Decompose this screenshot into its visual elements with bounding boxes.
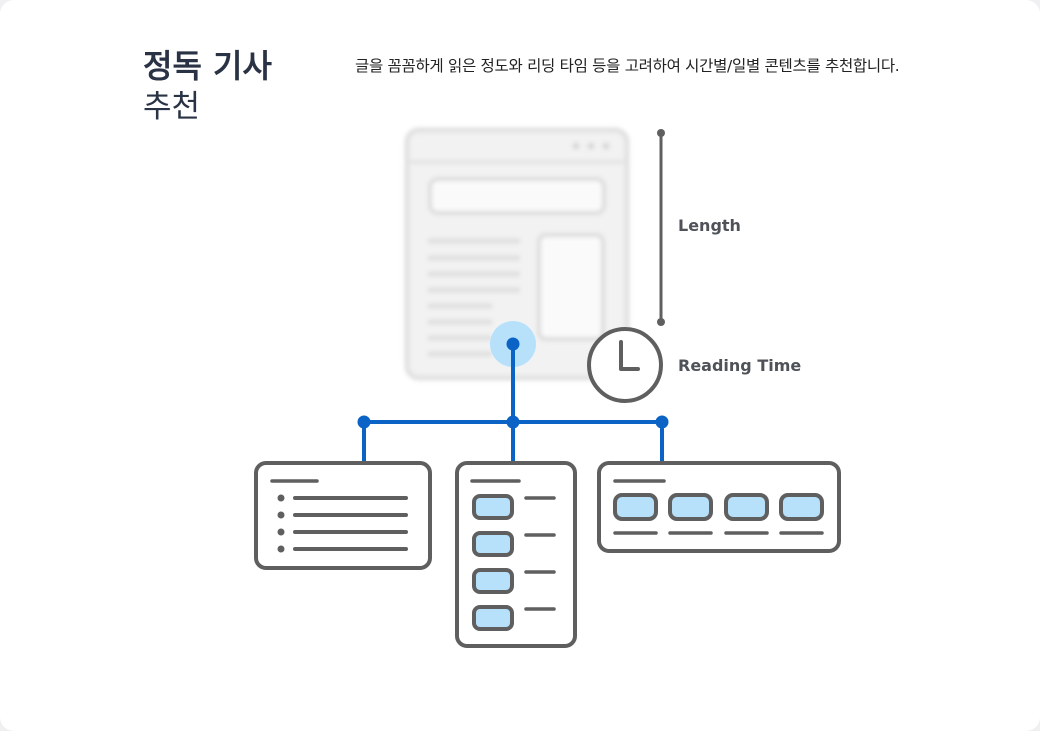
title-line-1: 정독 기사 bbox=[143, 47, 272, 85]
connector-tree bbox=[357, 321, 669, 462]
reading-time-label: Reading Time bbox=[678, 356, 801, 375]
page-title: 정독 기사 추천 bbox=[143, 46, 272, 127]
length-indicator bbox=[657, 129, 665, 326]
clock-icon bbox=[587, 327, 663, 403]
length-label: Length bbox=[678, 216, 741, 235]
article-page-icon bbox=[404, 127, 630, 381]
feature-description: 글을 꼼꼼하게 읽은 정도와 리딩 타임 등을 고려하여 시간별/일별 콘텐츠를… bbox=[355, 57, 900, 75]
grid-layout-icon bbox=[597, 461, 841, 553]
title-line-2: 추천 bbox=[143, 89, 201, 125]
list-layout-icon bbox=[254, 461, 432, 570]
vertical-list-layout-icon bbox=[455, 461, 577, 648]
